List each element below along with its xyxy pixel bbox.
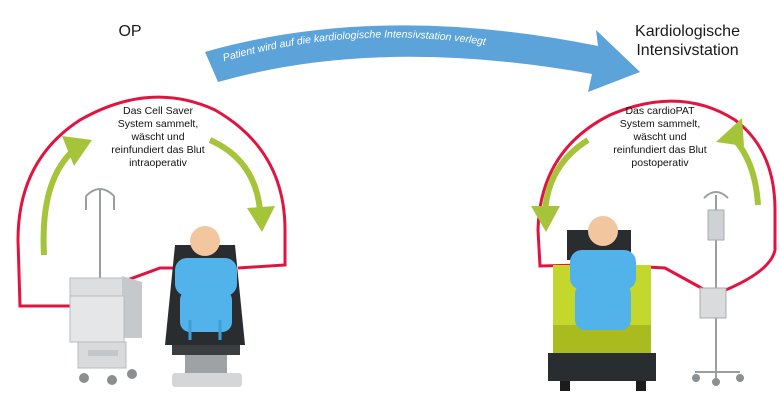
left-description-line-4: reinfundiert das Blut — [111, 144, 205, 156]
right-title-line-1: Kardiologische — [635, 23, 740, 40]
transfer-arrow — [205, 25, 640, 93]
right-blood-loop — [536, 99, 777, 300]
cardiopat-pole — [692, 191, 744, 386]
left-title: OP — [118, 23, 142, 40]
left-description: Das Cell Saver System sammelt, wäscht un… — [88, 105, 228, 170]
left-description-line-5: intraoperativ — [129, 157, 187, 169]
left-blood-loop — [16, 95, 287, 308]
left-iv-pole — [85, 188, 115, 285]
right-description: Das cardioPAT System sammelt, wäscht und… — [590, 105, 730, 170]
right-cycle-arrowhead-up — [716, 118, 744, 146]
right-description-line-4: reinfundiert das Blut — [613, 144, 707, 156]
left-cycle-arrow-up — [40, 147, 77, 256]
right-patient — [570, 216, 636, 330]
left-cycle-arrow-down — [208, 137, 263, 211]
right-cycle-arrowhead-down — [531, 206, 560, 232]
right-cycle-arrow-down — [542, 137, 590, 213]
right-description-line-3: wäscht und — [633, 131, 687, 143]
left-patient — [175, 226, 237, 340]
right-cycle-arrow-up — [727, 132, 761, 206]
left-cycle-arrowhead-up — [62, 136, 92, 166]
left-cycle-arrowhead-down — [247, 206, 275, 232]
left-description-line-1: Das Cell Saver — [122, 105, 194, 117]
right-description-line-1: Das cardioPAT — [625, 105, 695, 117]
right-description-line-2: System sammelt, — [619, 118, 701, 130]
cell-saver-machine — [69, 276, 142, 385]
left-description-line-3: wäscht und — [131, 131, 185, 143]
right-description-line-5: postoperativ — [631, 157, 689, 169]
right-title-line-2: Intensivstation — [636, 42, 739, 59]
left-description-line-2: System sammelt, — [117, 118, 199, 130]
right-title: Kardiologische Intensivstation — [605, 22, 770, 60]
